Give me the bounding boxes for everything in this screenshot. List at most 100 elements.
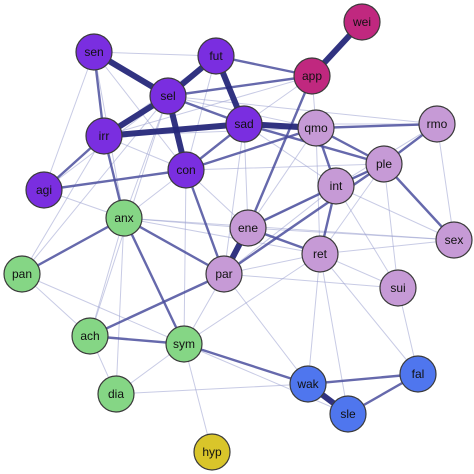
node-fut: fut xyxy=(197,37,235,75)
node-label-sym: sym xyxy=(173,337,195,351)
edge-sym-con xyxy=(183,169,187,345)
node-anx: anx xyxy=(105,199,143,237)
node-circle-sen xyxy=(75,33,113,71)
node-circle-fal xyxy=(399,355,437,393)
edge-par-wak xyxy=(223,273,309,385)
edge-ene-sex xyxy=(247,227,455,241)
node-label-sex: sex xyxy=(445,233,464,247)
node-circle-sex xyxy=(435,221,473,259)
node-sel: sel xyxy=(149,77,187,115)
edge-agi-con xyxy=(42,168,188,192)
node-circle-sel xyxy=(149,77,187,115)
edge-anx-sel xyxy=(123,95,169,219)
node-label-fut: fut xyxy=(209,49,223,63)
node-pan: pan xyxy=(3,255,41,293)
node-wak: wak xyxy=(289,365,327,403)
node-label-ach: ach xyxy=(80,329,99,343)
node-label-sle: sle xyxy=(340,407,356,421)
edge-pan-irr xyxy=(21,135,105,275)
edge-dia-wak xyxy=(115,383,309,395)
edge-sex-int xyxy=(335,185,455,241)
node-circle-fut xyxy=(197,37,235,75)
node-label-sui: sui xyxy=(390,281,405,295)
node-label-ret: ret xyxy=(313,247,328,261)
node-label-app: app xyxy=(302,69,322,83)
node-label-wak: wak xyxy=(296,377,319,391)
edge-app-irr xyxy=(103,75,313,137)
edge-par-sui xyxy=(223,273,399,289)
edge-sui-int xyxy=(335,185,399,289)
node-sen: sen xyxy=(75,33,113,71)
node-agi: agi xyxy=(25,171,63,209)
node-circle-ach xyxy=(71,317,109,355)
node-circle-con xyxy=(167,151,205,189)
node-par: par xyxy=(205,255,243,293)
node-con: con xyxy=(167,151,205,189)
node-app: app xyxy=(293,57,331,95)
node-label-irr: irr xyxy=(99,129,110,143)
edge-par-sad xyxy=(223,123,245,275)
node-circle-rmo xyxy=(418,105,456,143)
node-wei: wei xyxy=(343,3,381,41)
edge-sen-agi xyxy=(43,51,95,191)
node-circle-irr xyxy=(85,117,123,155)
node-circle-wak xyxy=(289,365,327,403)
node-circle-ene xyxy=(229,209,267,247)
edge-pan-sel xyxy=(21,95,169,275)
node-label-fal: fal xyxy=(412,367,425,381)
node-circle-ple xyxy=(365,145,403,183)
edge-sen-fut xyxy=(93,51,217,57)
node-label-ene: ene xyxy=(238,221,258,235)
node-circle-wei xyxy=(343,3,381,41)
node-circle-pan xyxy=(3,255,41,293)
node-label-wei: wei xyxy=(352,15,371,29)
node-label-con: con xyxy=(176,163,195,177)
node-sym: sym xyxy=(165,325,203,363)
node-circle-sym xyxy=(165,325,203,363)
node-int: int xyxy=(317,167,355,205)
node-label-par: par xyxy=(215,267,232,281)
edge-ret-qmo xyxy=(315,127,321,255)
edge-ene-qmo xyxy=(247,127,317,229)
edge-par-ach xyxy=(88,272,226,338)
edge-fut-con xyxy=(185,55,217,171)
node-circle-sui xyxy=(379,269,417,307)
edge-ach-anx xyxy=(89,217,125,337)
edge-sel-app xyxy=(166,74,314,98)
node-circle-par xyxy=(205,255,243,293)
node-circle-qmo xyxy=(297,109,335,147)
node-label-rmo: rmo xyxy=(427,117,448,131)
edge-par-ple xyxy=(222,162,386,276)
node-circle-app xyxy=(293,57,331,95)
node-label-qmo: qmo xyxy=(304,121,328,135)
node-circle-anx xyxy=(105,199,143,237)
edge-con-ple xyxy=(185,163,385,171)
node-label-int: int xyxy=(330,179,343,193)
node-label-ple: ple xyxy=(376,157,392,171)
edge-wak-ret xyxy=(307,253,321,385)
edge-app-ene xyxy=(246,74,314,230)
node-label-agi: agi xyxy=(36,183,52,197)
edge-ret-sex xyxy=(319,239,455,255)
node-label-sel: sel xyxy=(160,89,175,103)
node-circle-agi xyxy=(25,171,63,209)
node-ach: ach xyxy=(71,317,109,355)
edge-fal-ret xyxy=(319,253,419,375)
edge-sui-ple xyxy=(383,163,399,289)
node-hyp: hyp xyxy=(193,433,231,471)
edge-sym-wak xyxy=(182,342,310,386)
edge-pan-sym xyxy=(21,273,185,345)
node-label-pan: pan xyxy=(12,267,32,281)
edge-sym-ret xyxy=(183,253,321,345)
edge-qmo-rmo xyxy=(314,122,439,130)
node-sad: sad xyxy=(225,105,263,143)
node-circle-sad xyxy=(225,105,263,143)
node-label-anx: anx xyxy=(114,211,133,225)
node-qmo: qmo xyxy=(297,109,335,147)
edge-anx-sym xyxy=(122,216,186,346)
node-dia: dia xyxy=(97,375,135,413)
node-ple: ple xyxy=(365,145,403,183)
node-rmo: rmo xyxy=(418,105,456,143)
edge-anx-ret xyxy=(123,217,321,255)
